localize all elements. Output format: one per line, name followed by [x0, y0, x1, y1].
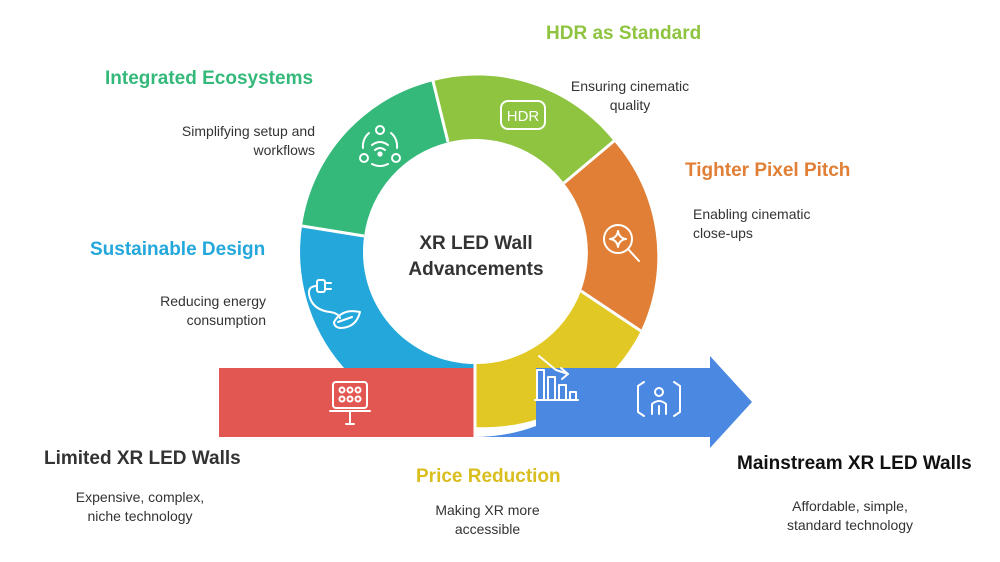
- end-desc-line2: standard technology: [786, 517, 914, 533]
- stage-desc-integrated-line1: Simplifying setup and: [181, 123, 315, 139]
- stage-desc-price-line1: Making XR more: [435, 502, 540, 518]
- end-desc-line1: Affordable, simple,: [792, 498, 908, 514]
- start-title: Limited XR LED Walls: [44, 448, 241, 469]
- stage-desc-hdr: Ensuring cinematic quality: [560, 77, 700, 115]
- ring-segment-price: [475, 290, 641, 428]
- connected-hub-icon: [359, 125, 401, 167]
- stage-desc-pixel-pitch-line1: Enabling cinematic: [693, 206, 811, 222]
- magnifier-sparkle-icon: [603, 224, 640, 262]
- end-desc: Affordable, simple, standard technology: [760, 497, 940, 535]
- hdr-icon-text: HDR: [507, 108, 540, 125]
- stage-desc-integrated: Simplifying setup and workflows: [145, 122, 315, 160]
- stage-title-price: Price Reduction: [416, 466, 561, 487]
- center-title: XR LED Wall Advancements: [376, 231, 576, 283]
- ring-segment-integrated: [302, 81, 449, 236]
- center-title-line2: Advancements: [408, 259, 544, 280]
- led-panel-icon: [329, 381, 371, 425]
- stage-title-sustainable: Sustainable Design: [90, 239, 266, 260]
- stage-desc-hdr-line1: Ensuring cinematic: [570, 78, 690, 94]
- stage-desc-sustainable-line1: Reducing energy: [160, 293, 266, 309]
- stage-title-pixel-pitch: Tighter Pixel Pitch: [685, 160, 851, 181]
- stage-desc-price: Making XR more accessible: [400, 501, 575, 539]
- hdr-icon: HDR: [500, 100, 546, 130]
- stage-desc-hdr-line2: quality: [609, 97, 651, 113]
- price-drop-chart-icon: [534, 355, 579, 401]
- start-bar: [219, 368, 475, 437]
- stage-title-hdr: HDR as Standard: [546, 23, 702, 44]
- start-desc: Expensive, complex, niche technology: [55, 488, 225, 526]
- segment-separators: [301, 80, 642, 437]
- stage-desc-integrated-line2: workflows: [253, 142, 315, 158]
- center-title-line1: XR LED Wall: [419, 233, 533, 254]
- ring-segment-pixel-pitch: [564, 141, 658, 332]
- start-desc-line1: Expensive, complex,: [75, 489, 205, 505]
- stage-desc-pixel-pitch: Enabling cinematic close-ups: [693, 205, 863, 243]
- stage-desc-sustainable: Reducing energy consumption: [115, 292, 266, 330]
- eco-plug-icon: [307, 279, 361, 329]
- stage-desc-sustainable-line2: consumption: [186, 312, 266, 328]
- person-xr-stage-icon: [637, 381, 681, 417]
- stage-title-integrated: Integrated Ecosystems: [105, 68, 314, 89]
- end-title: Mainstream XR LED Walls: [737, 453, 972, 474]
- start-desc-line2: niche technology: [87, 508, 193, 524]
- stage-desc-pixel-pitch-line2: close-ups: [693, 225, 753, 241]
- stage-desc-price-line2: accessible: [454, 521, 521, 537]
